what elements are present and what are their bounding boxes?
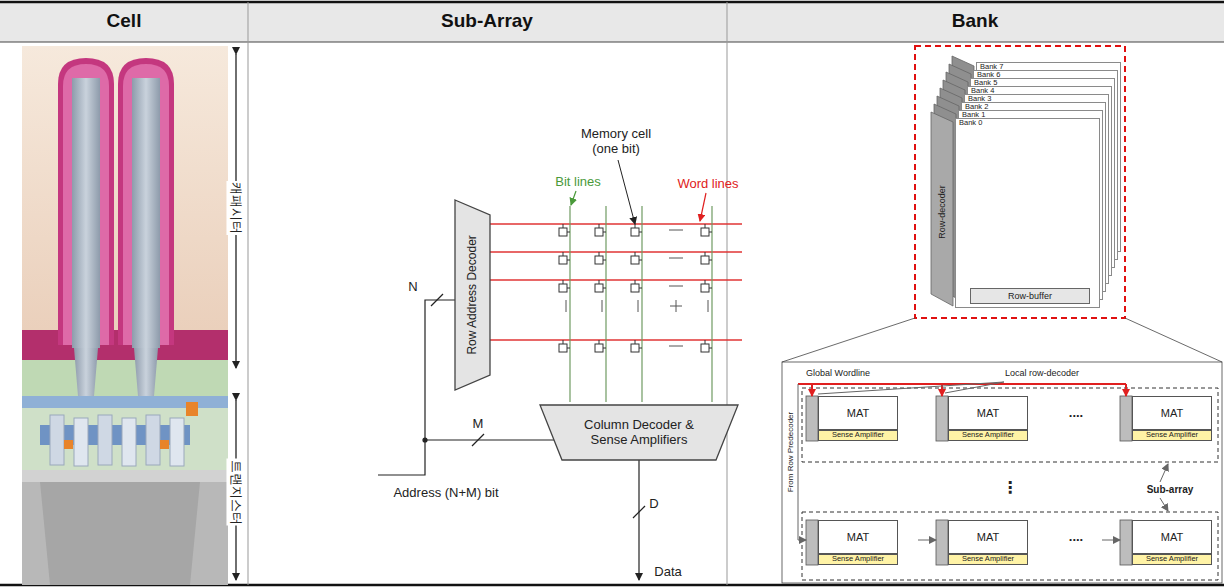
sense-amplifier: Sense Amplifier — [818, 554, 898, 565]
mat-box: MAT — [1132, 520, 1212, 554]
node-text: MAT — [1161, 407, 1183, 420]
leader-line — [700, 193, 706, 221]
node-text: Sense Amplifier — [832, 431, 884, 440]
sense-amplifier: Sense Amplifier — [948, 554, 1028, 565]
column-header: Sub-Array — [441, 10, 533, 32]
sense-amplifier: Sense Amplifier — [1132, 554, 1212, 565]
local-row-decoders — [806, 396, 1132, 565]
continuation-dots: .... — [1069, 530, 1083, 545]
bank-box: Bank 0 Row-buffer — [955, 118, 1100, 308]
bus-width: N — [408, 280, 417, 295]
part-name: Row-decoder — [937, 185, 947, 239]
cell-illustration — [22, 46, 228, 585]
continuation-dots: ⋮ — [1002, 479, 1018, 497]
node-text: Sense Amplifier — [1146, 555, 1198, 564]
leader-line — [571, 191, 576, 205]
signal-name: Data — [654, 565, 681, 580]
mat-box: MAT — [948, 520, 1028, 554]
node-text: MAT — [847, 531, 869, 544]
sense-amplifier: Sense Amplifier — [818, 430, 898, 441]
row-buffer: Row-buffer — [970, 288, 1090, 304]
column-header: Bank — [952, 10, 998, 32]
bank-highlight — [915, 46, 1125, 318]
node-text: Bank 0 — [956, 119, 985, 127]
cell-grid — [490, 206, 742, 402]
zoom-line — [782, 318, 915, 362]
column-header: Cell — [107, 10, 142, 32]
node-text: Sense Amplifier — [962, 555, 1014, 564]
node-text: Sense Amplifier — [1146, 431, 1198, 440]
mat-box: MAT — [818, 520, 898, 554]
zoom-panel — [782, 362, 1222, 583]
part-name: 트랜지스터 — [227, 459, 246, 526]
part-name: Sub-array — [1147, 484, 1194, 496]
callout-text: Word lines — [677, 177, 738, 192]
bus-width: D — [649, 497, 658, 512]
subarray-frame — [802, 512, 1218, 580]
bus-width: M — [473, 417, 484, 432]
sense-amplifier: Sense Amplifier — [948, 430, 1028, 441]
signal-name: Global Wordline — [806, 368, 870, 378]
callout-text: Bit lines — [555, 175, 601, 190]
mat-box: MAT — [1132, 396, 1212, 430]
leader-line — [618, 160, 635, 224]
predecoder-wires — [798, 382, 1168, 540]
sense-amplifier: Sense Amplifier — [1132, 430, 1212, 441]
node-text: MAT — [977, 407, 999, 420]
part-name: Local row-decoder — [1005, 368, 1079, 378]
mat-box: MAT — [818, 396, 898, 430]
node-text: Row-buffer — [1008, 291, 1052, 301]
mat-box: MAT — [948, 396, 1028, 430]
decoder-trapezoid: Row Address Decoder — [455, 200, 490, 390]
node-text: MAT — [977, 531, 999, 544]
continuation-dots: .... — [1069, 406, 1083, 421]
node-text: MAT — [1161, 531, 1183, 544]
node-text: Sense Amplifier — [832, 555, 884, 564]
node-text: MAT — [847, 407, 869, 420]
node-text: Row Address Decoder — [466, 235, 480, 354]
subarray-frame — [802, 388, 1218, 462]
node-text: Column Decoder & Sense Amplifiers — [540, 418, 738, 448]
zoom-line — [1125, 318, 1222, 362]
decoder-trapezoid: Column Decoder & Sense Amplifiers — [540, 405, 738, 460]
signal-name: Address (N+M) bit — [393, 486, 498, 501]
part-name: 캐패시터 — [227, 181, 246, 235]
callout-text: Memory cell (one bit) — [570, 127, 662, 157]
node-text: Sense Amplifier — [962, 431, 1014, 440]
signal-name: From Row Predecoder — [786, 412, 795, 492]
